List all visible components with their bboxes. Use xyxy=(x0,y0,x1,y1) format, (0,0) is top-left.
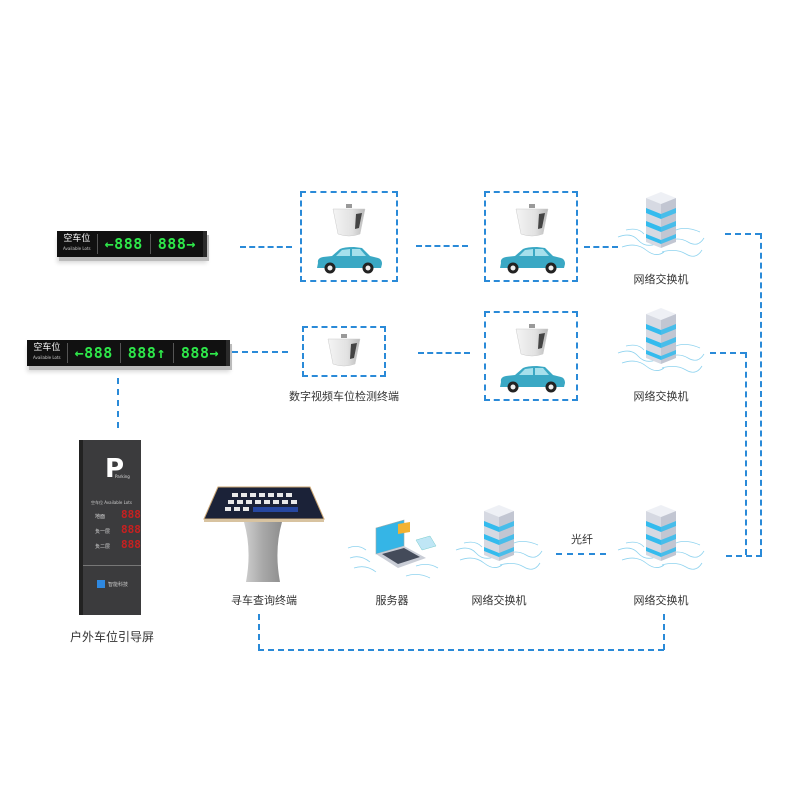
video-sensor-icon xyxy=(331,204,367,238)
detector-box xyxy=(484,191,578,282)
video-sensor-icon xyxy=(326,334,362,368)
outdoor-guidance-screen: P Parking 空车位 Available Lots 地面 888 负一层 … xyxy=(83,440,141,615)
network-switch-icon xyxy=(454,505,544,575)
screen-heading: 空车位 Available Lots xyxy=(91,500,132,505)
car-icon xyxy=(497,245,567,275)
led-segment-right: 888→ xyxy=(180,344,220,362)
switch-label: 网络交换机 xyxy=(633,390,689,403)
connector-line xyxy=(418,352,470,354)
car-icon xyxy=(497,364,567,394)
sign-caption-en: Available Lots xyxy=(33,355,61,360)
video-sensor-icon xyxy=(514,324,550,358)
detector-box xyxy=(302,326,386,377)
sign-caption: 空车位 Available Lots xyxy=(57,234,98,254)
led-segment-left: ←888 xyxy=(98,234,151,254)
server-label: 服务器 xyxy=(375,594,409,607)
connector-line xyxy=(725,233,761,235)
led-sign-mid: 空车位 Available Lots ←888 888↑ 888→ xyxy=(27,340,231,366)
led-segment-right: 888→ xyxy=(157,235,196,253)
kiosk-terminal-icon xyxy=(203,486,325,582)
led-sign-top: 空车位 Available Lots ←888 888→ xyxy=(57,231,207,257)
brand-logo-icon xyxy=(97,580,105,588)
detector-label: 数字视频车位检测终端 xyxy=(289,390,399,403)
brand-name: 智能科技 xyxy=(108,582,129,588)
detector-box xyxy=(484,311,578,401)
floor-name: 地面 xyxy=(95,514,106,520)
floor-name: 负二层 xyxy=(95,544,111,550)
parking-subtitle: Parking xyxy=(115,474,130,479)
fiber-label: 光纤 xyxy=(571,533,593,546)
connector-line xyxy=(760,233,762,555)
switch-label: 网络交换机 xyxy=(633,594,689,607)
connector-line xyxy=(584,246,618,248)
network-switch-icon xyxy=(616,505,706,575)
video-sensor-icon xyxy=(514,204,550,238)
led-segment-left: ←888 xyxy=(68,343,121,363)
sign-caption-en: Available Lots xyxy=(63,246,91,251)
kiosk-label: 寻车查询终端 xyxy=(231,594,297,607)
floor-name: 负一层 xyxy=(95,529,111,535)
connector-line xyxy=(240,246,292,248)
connector-line xyxy=(117,378,119,428)
connector-line xyxy=(663,614,665,650)
network-switch-icon xyxy=(616,308,706,378)
switch-label: 网络交换机 xyxy=(633,273,689,286)
detector-box xyxy=(300,191,398,282)
connector-line xyxy=(745,352,747,555)
connector-line xyxy=(258,614,260,650)
network-switch-icon xyxy=(616,192,706,262)
parking-letter: P xyxy=(105,454,125,484)
floor-count: 888 xyxy=(121,523,141,536)
divider xyxy=(83,565,141,566)
connector-line xyxy=(710,352,746,354)
car-icon xyxy=(314,245,384,275)
sign-caption-text: 空车位 xyxy=(63,234,91,244)
sign-caption: 空车位 Available Lots xyxy=(27,343,68,363)
fiber-connector-line xyxy=(556,553,606,555)
sign-caption-text: 空车位 xyxy=(33,343,61,353)
floor-count: 888 xyxy=(121,538,141,551)
switch-label: 网络交换机 xyxy=(471,594,527,607)
led-segment-up: 888↑ xyxy=(121,343,174,363)
floor-count: 888 xyxy=(121,508,141,521)
connector-line xyxy=(416,245,468,247)
connector-line xyxy=(232,351,288,353)
connector-line xyxy=(258,649,664,651)
outdoor-screen-label: 户外车位引导屏 xyxy=(69,630,154,644)
server-laptop-icon xyxy=(347,519,439,579)
connector-line xyxy=(726,555,762,557)
